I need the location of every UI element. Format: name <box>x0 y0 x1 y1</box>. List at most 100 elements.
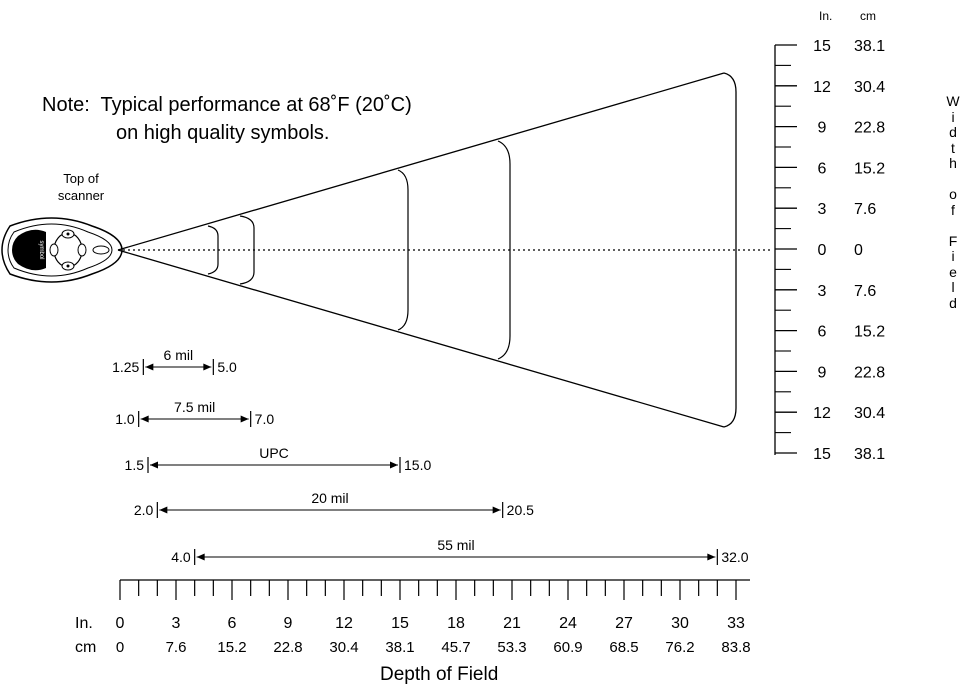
depth-tick-label-cm: 30.4 <box>329 639 358 656</box>
depth-tick-label-in: 33 <box>727 615 745 632</box>
width-title-letter: l <box>951 279 955 295</box>
range-name-label: 55 mil <box>437 537 474 553</box>
range-max-label: 5.0 <box>217 359 237 375</box>
range-name-label: 6 mil <box>164 347 194 363</box>
depth-tick-label-in: 9 <box>284 615 293 632</box>
depth-tick-label-in: 21 <box>503 615 521 632</box>
width-tick-label-cm: 30.4 <box>854 405 885 422</box>
width-title-letter: d <box>949 294 957 311</box>
range-name-label: 7.5 mil <box>174 399 215 415</box>
width-tick-label-in: 3 <box>818 201 827 218</box>
width-title-letter: d <box>949 124 957 140</box>
width-tick-label-in: 12 <box>813 405 831 422</box>
width-tick-label-cm: 15.2 <box>854 160 885 177</box>
depth-tick-label-in: 12 <box>335 615 353 632</box>
range-arrow-head-left <box>145 363 154 371</box>
range-name-label: UPC <box>259 445 289 461</box>
depth-tick-label-cm: 38.1 <box>385 639 414 656</box>
depth-tick-label-cm: 45.7 <box>441 639 470 656</box>
range-min-label: 1.5 <box>125 457 145 473</box>
depth-row-label-in: In. <box>75 615 93 632</box>
width-tick-label-cm: 7.6 <box>854 201 876 218</box>
depth-tick-label-in: 18 <box>447 615 465 632</box>
width-title-letter: o <box>949 186 957 202</box>
top-of-scanner-line-1: Top of <box>63 171 99 186</box>
width-tick-label-cm: 38.1 <box>854 38 885 55</box>
range-max-label: 15.0 <box>404 457 431 473</box>
depth-tick-label-in: 27 <box>615 615 633 632</box>
depth-tick-label-cm: 68.5 <box>609 639 638 656</box>
width-title-letter: h <box>949 155 957 171</box>
width-tick-label-cm: 15.2 <box>854 324 885 341</box>
depth-tick-label-cm: 83.8 <box>721 639 750 656</box>
depth-ranges: 1.25 5.0 6 mil 1.0 7.0 7.5 mil 1.5 15.0 UPC 2.0 20… <box>112 347 749 565</box>
width-tick-label-cm: 30.4 <box>854 79 885 96</box>
range-arrow-head-left <box>196 553 205 561</box>
range-min-label: 1.0 <box>115 411 135 427</box>
scanner-illustration: symbol <box>1 217 123 283</box>
depth-row-label-cm: cm <box>75 639 96 656</box>
depth-tick-label-cm: 7.6 <box>166 639 187 656</box>
width-tick-label-in: 6 <box>818 160 827 177</box>
range-min-label: 4.0 <box>171 549 191 565</box>
range-upc: 1.5 15.0 UPC <box>125 445 431 473</box>
depth-tick-label-in: 0 <box>116 615 125 632</box>
range-min-label: 1.25 <box>112 359 139 375</box>
width-unit-in: In. <box>819 9 832 23</box>
depth-tick-label-cm: 60.9 <box>553 639 582 656</box>
width-tick-label-in: 12 <box>813 79 831 96</box>
note-line-2: on high quality symbols. <box>116 122 330 144</box>
range-arrow-head-right <box>707 553 716 561</box>
range-20-mil: 2.0 20.5 20 mil <box>134 490 534 518</box>
width-title-letter: i <box>951 108 955 125</box>
width-title-letter <box>946 172 960 188</box>
width-tick-label-in: 6 <box>818 324 827 341</box>
depth-tick-label-cm: 53.3 <box>497 639 526 656</box>
range-arrow-head-right <box>203 363 212 371</box>
width-tick-label-in: 15 <box>813 38 831 55</box>
range-55-mil: 4.0 32.0 55 mil <box>171 537 749 565</box>
width-tick-label-in: 15 <box>813 446 831 463</box>
width-tick-label-cm: 0 <box>854 242 863 259</box>
width-title-letter: i <box>951 248 955 264</box>
width-title-letter: F <box>948 232 958 249</box>
range-arrow-head-right <box>240 415 249 423</box>
range-arrow-head-right <box>492 506 501 514</box>
range-6-mil: 1.25 5.0 6 mil <box>112 347 237 375</box>
width-title-letter: W <box>946 93 960 109</box>
width-title-letter: t <box>951 139 955 156</box>
width-tick-label-cm: 7.6 <box>854 283 876 300</box>
depth-of-field-title: Depth of Field <box>380 664 499 685</box>
range-arrow-head-left <box>140 415 149 423</box>
depth-tick-label-cm: 22.8 <box>273 639 302 656</box>
range-max-label: 20.5 <box>507 502 534 518</box>
depth-tick-label-cm: 15.2 <box>217 639 246 656</box>
width-tick-label-in: 0 <box>818 242 827 259</box>
scanner-brand-text: symbol <box>38 240 44 259</box>
width-unit-cm: cm <box>860 9 876 23</box>
width-title-letter: e <box>949 263 957 280</box>
depth-tick-label-in: 30 <box>671 615 689 632</box>
range-max-label: 32.0 <box>721 549 748 565</box>
depth-tick-label-in: 3 <box>172 615 181 632</box>
width-title-letter: f <box>951 201 955 218</box>
depth-tick-label-in: 24 <box>559 615 577 632</box>
range-arrow-head-left <box>150 461 158 469</box>
depth-tick-label-in: 6 <box>228 615 237 632</box>
range-min-label: 2.0 <box>134 502 154 518</box>
range-7-5-mil: 1.0 7.0 7.5 mil <box>115 399 274 427</box>
note-line-1: Note: Typical performance at 68˚F (20˚C) <box>42 94 412 116</box>
width-tick-label-cm: 22.8 <box>854 364 885 381</box>
width-tick-label-cm: 38.1 <box>854 446 885 463</box>
width-title-letter <box>946 218 960 234</box>
range-max-label: 7.0 <box>255 411 275 427</box>
depth-tick-label-cm: 76.2 <box>665 639 694 656</box>
width-tick-label-in: 3 <box>818 283 827 300</box>
range-arrow-head-left <box>159 506 168 514</box>
range-name-label: 20 mil <box>311 490 348 506</box>
